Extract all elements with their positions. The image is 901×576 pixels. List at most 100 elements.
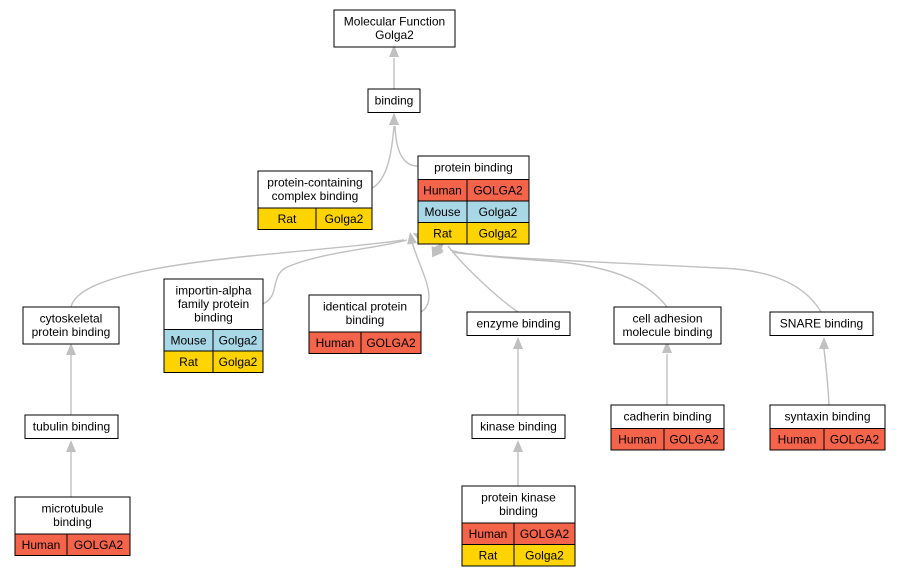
edge-line — [451, 251, 822, 313]
species-label: Human — [778, 433, 817, 447]
edge-pb-to-bind — [389, 113, 419, 167]
edge-arrowhead — [407, 232, 418, 245]
node-label-line: importin-alpha — [175, 284, 251, 298]
gene-cell — [823, 428, 886, 451]
node-label-line: protein kinase — [481, 491, 556, 505]
node-label-line: protein binding — [434, 161, 513, 175]
edge-syn-to-snare — [819, 337, 830, 406]
edge-arrowhead — [389, 113, 399, 125]
gene-label: Golga2 — [325, 212, 364, 226]
node-header-box — [367, 88, 421, 113]
gene-cell — [513, 544, 576, 567]
gene-label: Golga2 — [525, 549, 564, 563]
gene-cell — [315, 207, 373, 230]
species-label: Rat — [278, 212, 297, 226]
edge-arrowhead — [513, 440, 523, 452]
gene-label: GOLGA2 — [473, 184, 523, 198]
node-header-box — [24, 414, 119, 439]
node-label-line: identical protein — [323, 300, 407, 314]
species-label: Human — [618, 433, 657, 447]
edge-mt-to-tub — [66, 440, 76, 497]
edge-ident-to-pb — [407, 232, 430, 313]
go-node-bind[interactable]: binding — [367, 88, 421, 113]
gene-label: GOLGA2 — [520, 527, 570, 541]
annotation-row-rat: Rat Golga2 — [257, 207, 373, 230]
edge-arrowhead — [66, 343, 76, 355]
node-label-line: molecule binding — [622, 325, 712, 339]
node-header-box — [163, 278, 264, 330]
node-header-box — [22, 306, 120, 345]
go-node-enz[interactable]: enzyme binding — [466, 311, 571, 336]
edge-kin-to-enz — [513, 337, 523, 415]
node-label-line: complex binding — [272, 189, 359, 203]
annotation-row-rat: Rat Golga2 — [461, 544, 576, 567]
edge-line — [411, 241, 430, 313]
gene-label: Golga2 — [219, 334, 258, 348]
node-label-line: Golga2 — [375, 28, 414, 42]
edge-bind-to-mf — [389, 45, 399, 89]
node-label-line: SNARE binding — [780, 317, 863, 331]
node-header-box — [333, 9, 456, 48]
edge-line — [823, 348, 830, 406]
node-label-line: binding — [53, 515, 92, 529]
edge-imp-to-pb — [262, 233, 426, 305]
annotation-row-human: Human GOLGA2 — [610, 428, 725, 451]
gene-cell — [212, 350, 264, 373]
gene-cell — [66, 533, 131, 556]
node-label-line: microtubule — [41, 502, 103, 516]
gene-label: Golga2 — [219, 355, 258, 369]
edge-line — [262, 239, 408, 305]
node-label-line: kinase binding — [480, 420, 557, 434]
gene-label: GOLGA2 — [366, 336, 416, 350]
edges-layer — [66, 45, 830, 497]
go-node-tub[interactable]: tubulin binding — [24, 414, 119, 439]
species-label: Rat — [479, 549, 498, 563]
edge-pk-to-kin — [513, 440, 523, 486]
node-label-line: family protein — [178, 297, 249, 311]
node-header-box — [14, 496, 131, 535]
node-label-line: cytoskeletal — [40, 312, 103, 326]
nodes-layer: Molecular FunctionGolga2bindingprotein-c… — [14, 9, 886, 567]
gene-label: GOLGA2 — [669, 433, 719, 447]
species-label: Mouse — [170, 334, 206, 348]
species-label: Mouse — [424, 205, 460, 219]
gene-cell — [466, 222, 530, 245]
edge-arrowhead — [66, 440, 76, 452]
node-label-line: binding — [194, 311, 233, 325]
go-node-kin[interactable]: kinase binding — [471, 414, 566, 439]
node-label-line: binding — [346, 313, 385, 327]
edge-line — [449, 249, 668, 308]
gene-cell — [360, 331, 422, 354]
edge-arrowhead — [819, 337, 829, 349]
species-label: Human — [316, 336, 355, 350]
node-header-box — [471, 414, 566, 439]
go-node-snare[interactable]: SNARE binding — [769, 311, 874, 336]
edge-cam-to-pb — [431, 246, 668, 308]
annotation-row-mouse: Mouse Golga2 — [163, 329, 264, 352]
node-header-box — [257, 170, 373, 209]
edge-arrowhead — [662, 341, 672, 353]
node-label-line: Molecular Function — [344, 15, 445, 29]
node-label-line: cell adhesion — [632, 312, 702, 326]
edge-enz-to-pb — [432, 242, 519, 313]
node-header-box — [769, 311, 874, 336]
node-label-line: protein binding — [32, 325, 111, 339]
node-label-line: cadherin binding — [623, 410, 711, 424]
edge-cad-to-cam — [662, 341, 672, 405]
